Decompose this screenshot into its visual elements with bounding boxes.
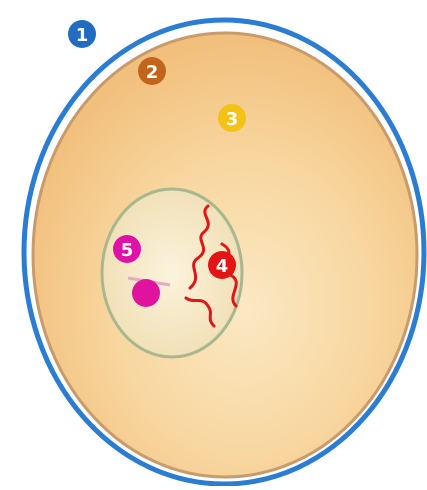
marker-2: 2 [138,57,166,85]
marker-2-label: 2 [146,62,159,83]
marker-1-label: 1 [76,25,89,46]
marker-4-label: 4 [216,256,229,277]
marker-5: 5 [113,235,141,263]
marker-3: 3 [218,104,246,132]
marker-3-label: 3 [226,109,239,130]
marker-1: 1 [68,20,96,48]
marker-4: 4 [208,251,236,279]
marker-5-label: 5 [121,240,134,261]
nucleolus [132,279,160,307]
